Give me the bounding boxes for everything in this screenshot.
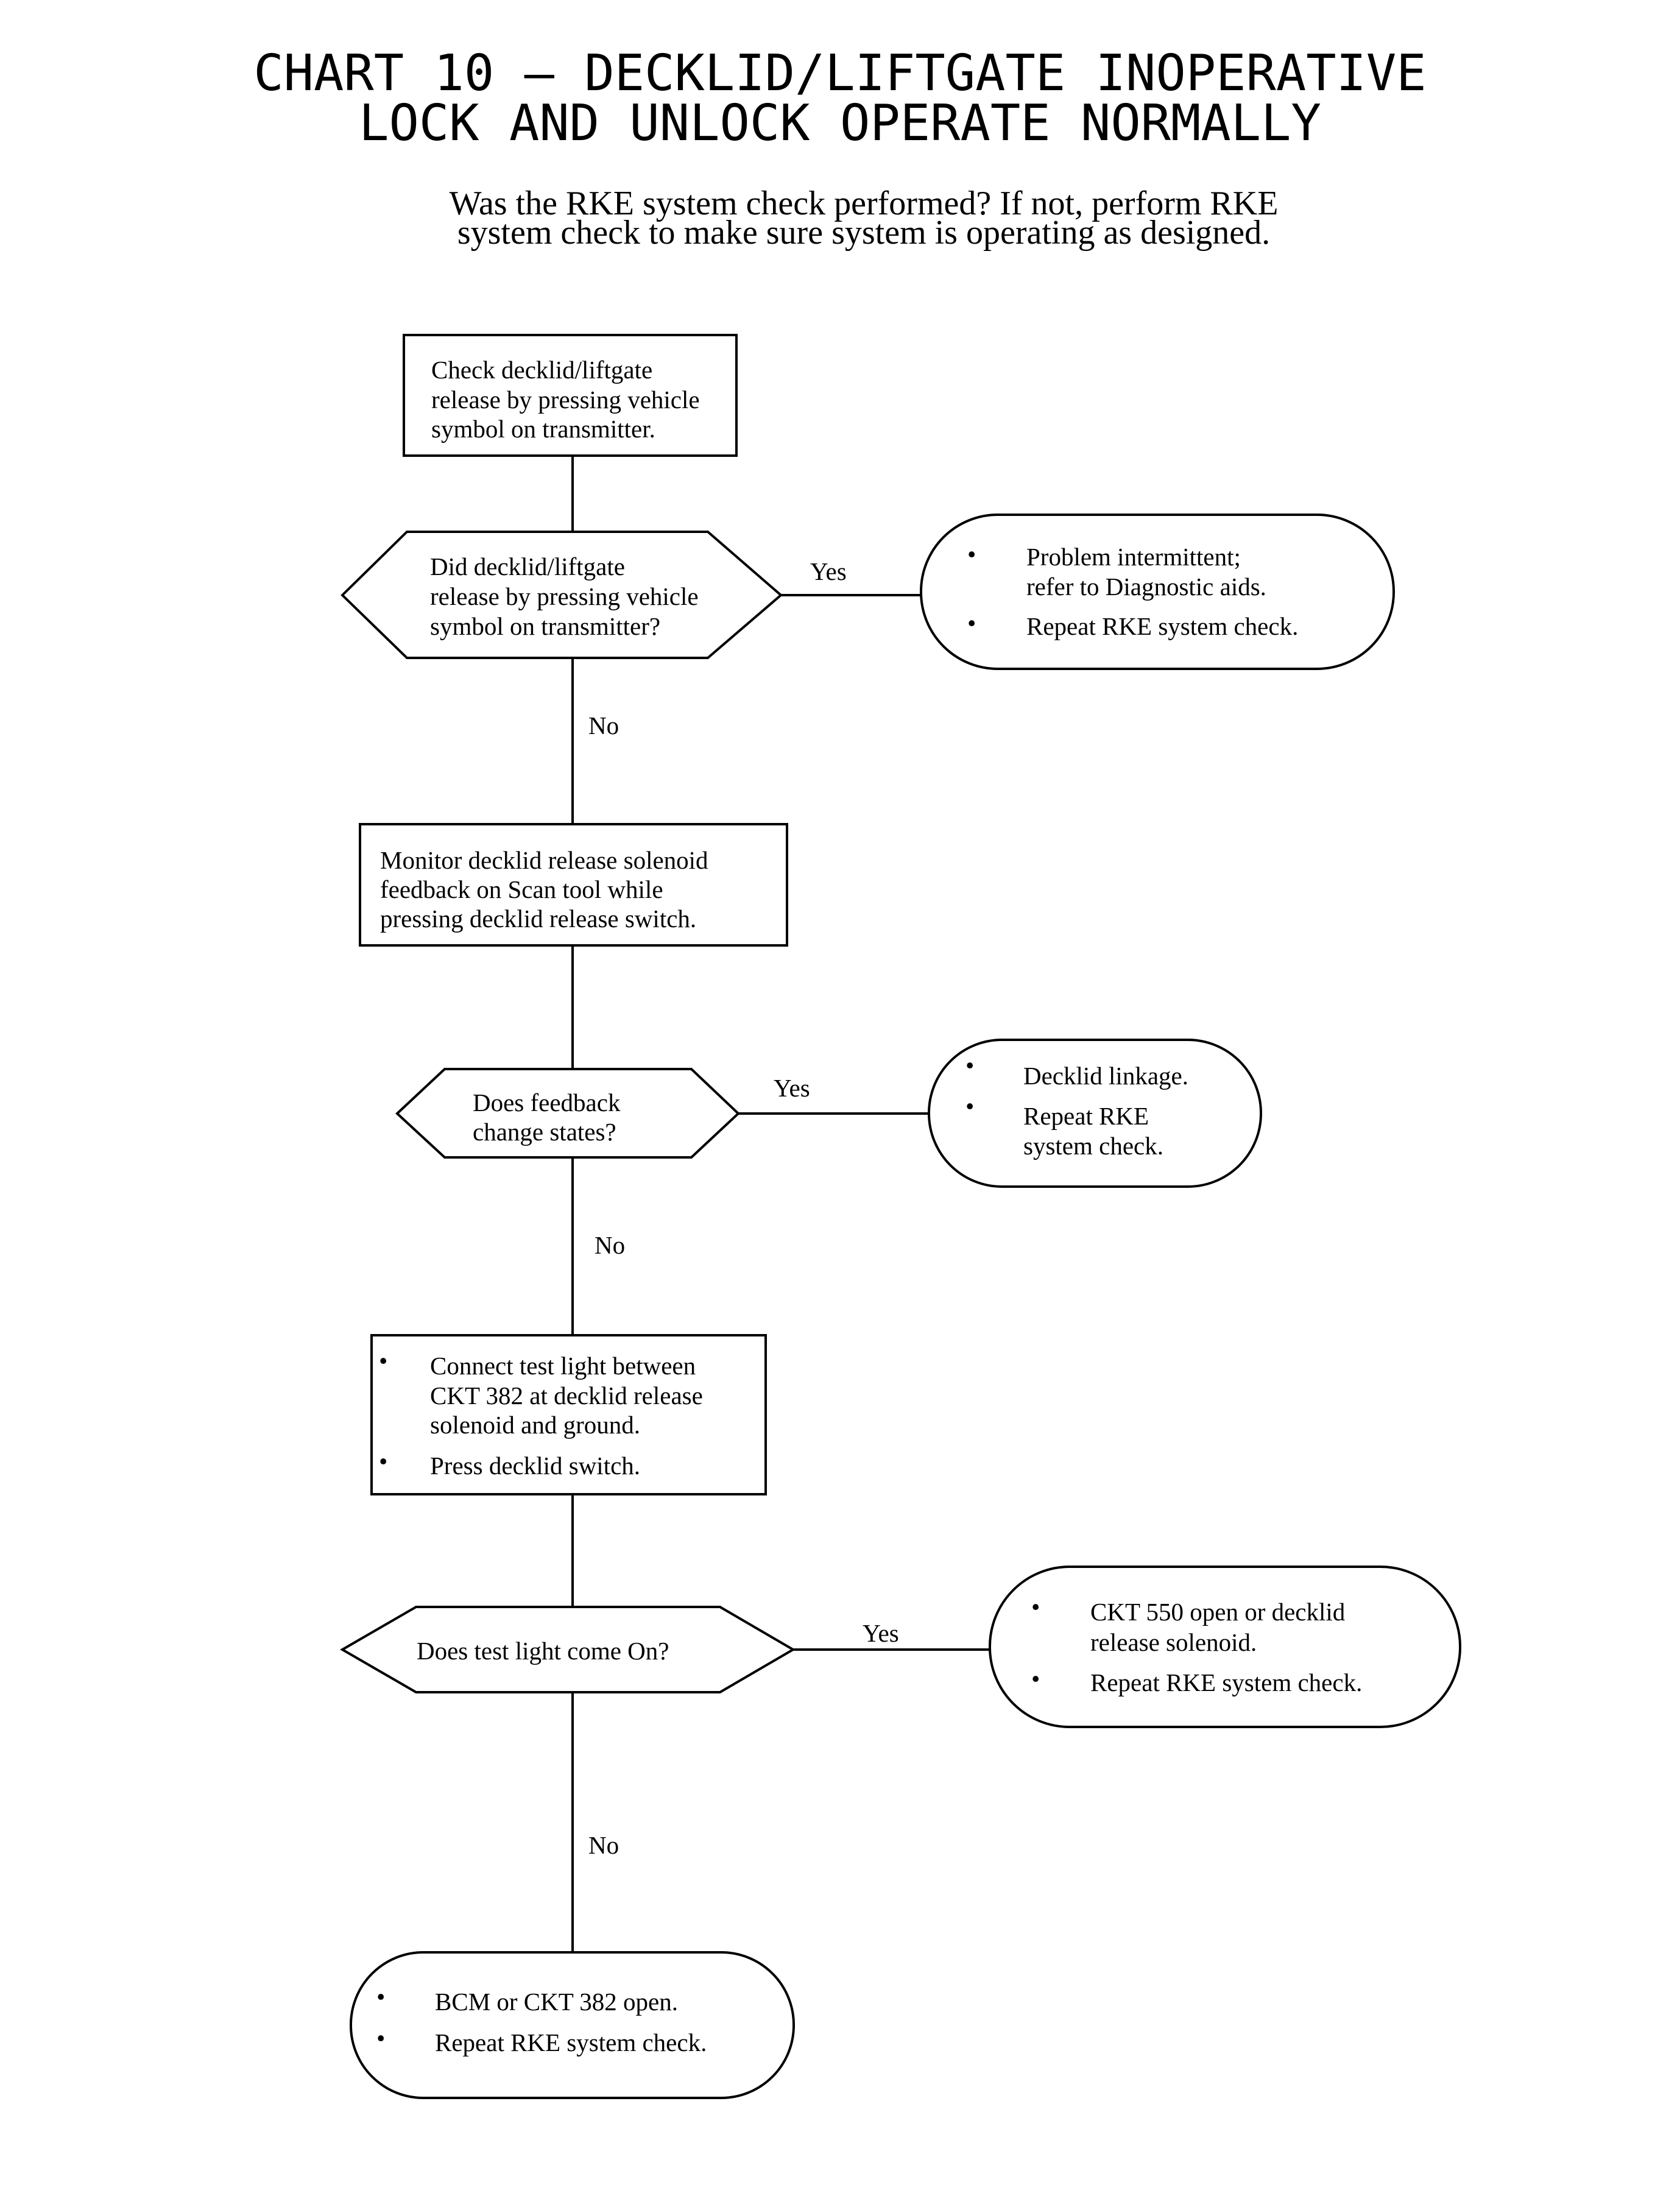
step1-line-3: symbol on transmitter. [431, 415, 655, 443]
decision3-yes-label: Yes [863, 1619, 899, 1647]
intro-line-2: system check to make sure system is oper… [457, 214, 1270, 252]
result4-bullet-2: • [376, 2024, 385, 2052]
decision1-yes-label: Yes [810, 557, 847, 585]
result2-item1-line-1: Decklid linkage. [1023, 1062, 1188, 1090]
result1-item1-line-1: Problem intermittent; [1026, 543, 1241, 571]
result2-bullet-1: • [965, 1051, 974, 1079]
step3-item1-line-2: CKT 382 at decklid release [430, 1382, 703, 1410]
decision-test-light-on: Does test light come On? [340, 1606, 796, 1693]
result4-item2-line-1: Repeat RKE system check. [435, 2028, 707, 2056]
result2-item2-line-2: system check. [1023, 1132, 1163, 1160]
result3-item2-line-1: Repeat RKE system check. [1090, 1668, 1362, 1696]
step2-line-2: feedback on Scan tool while [380, 875, 663, 903]
step3-item2-line-1: Press decklid switch. [430, 1452, 640, 1480]
result2-item2-line-1: Repeat RKE [1023, 1102, 1149, 1130]
step3-item1-line-1: Connect test light between [430, 1352, 696, 1380]
step1-line-2: release by pressing vehicle [431, 386, 700, 414]
decision1-line-1: Did decklid/liftgate [430, 552, 625, 581]
result1-item2-line-1: Repeat RKE system check. [1026, 612, 1298, 640]
step-connect-test-light: • Connect test light between CKT 382 at … [370, 1334, 767, 1495]
result1-bullet-1: • [967, 540, 976, 568]
result-bcm-ckt382-open: • BCM or CKT 382 open. • Repeat RKE syst… [350, 1951, 795, 2099]
decision1-line-3: symbol on transmitter? [430, 612, 660, 640]
step-monitor-solenoid: Monitor decklid release solenoid feedbac… [359, 823, 788, 947]
decision-did-release: Did decklid/liftgate release by pressing… [341, 531, 783, 659]
decision2-line-1: Does feedback [473, 1089, 621, 1117]
result2-bullet-2: • [965, 1092, 974, 1120]
intro-line-1: Was the RKE system check performed? If n… [450, 185, 1279, 222]
step-check-release: Check decklid/liftgate release by pressi… [403, 334, 738, 457]
step3-item1-line-3: solenoid and ground. [430, 1411, 640, 1439]
result4-bullet-1: • [376, 1983, 385, 2011]
result3-bullet-2: • [1031, 1665, 1040, 1693]
result-problem-intermittent: • Problem intermittent; refer to Diagnos… [920, 514, 1395, 670]
result4-item1-line-1: BCM or CKT 382 open. [435, 1988, 678, 2016]
result3-item1-line-2: release solenoid. [1090, 1628, 1257, 1656]
decision-feedback-change: Does feedback change states? [395, 1068, 740, 1159]
decision1-no-label: No [588, 711, 619, 740]
chart-title-line-2: LOCK AND UNLOCK OPERATE NORMALLY [359, 94, 1321, 152]
result-ckt550-open: • CKT 550 open or decklid release soleno… [989, 1566, 1461, 1728]
result1-bullet-2: • [967, 609, 976, 637]
step1-line-1: Check decklid/liftgate [431, 356, 652, 384]
result-decklid-linkage: • Decklid linkage. • Repeat RKE system c… [928, 1039, 1262, 1188]
decision2-no-label: No [595, 1231, 625, 1259]
result3-bullet-1: • [1031, 1593, 1040, 1621]
step3-bullet-1: • [379, 1347, 387, 1375]
decision1-line-2: release by pressing vehicle [430, 582, 699, 610]
decision3-line-1: Does test light come On? [417, 1637, 669, 1665]
step2-line-3: pressing decklid release switch. [380, 905, 696, 933]
step3-bullet-2: • [379, 1447, 387, 1475]
decision2-yes-label: Yes [774, 1074, 810, 1102]
step2-line-1: Monitor decklid release solenoid [380, 846, 708, 874]
decision2-line-2: change states? [473, 1118, 616, 1146]
decision3-no-label: No [588, 1831, 619, 1859]
result3-item1-line-1: CKT 550 open or decklid [1090, 1598, 1345, 1626]
chart-title-line-1: CHART 10 – DECKLID/LIFTGATE INOPERATIVE [253, 44, 1426, 102]
result1-item1-line-2: refer to Diagnostic aids. [1026, 573, 1266, 601]
